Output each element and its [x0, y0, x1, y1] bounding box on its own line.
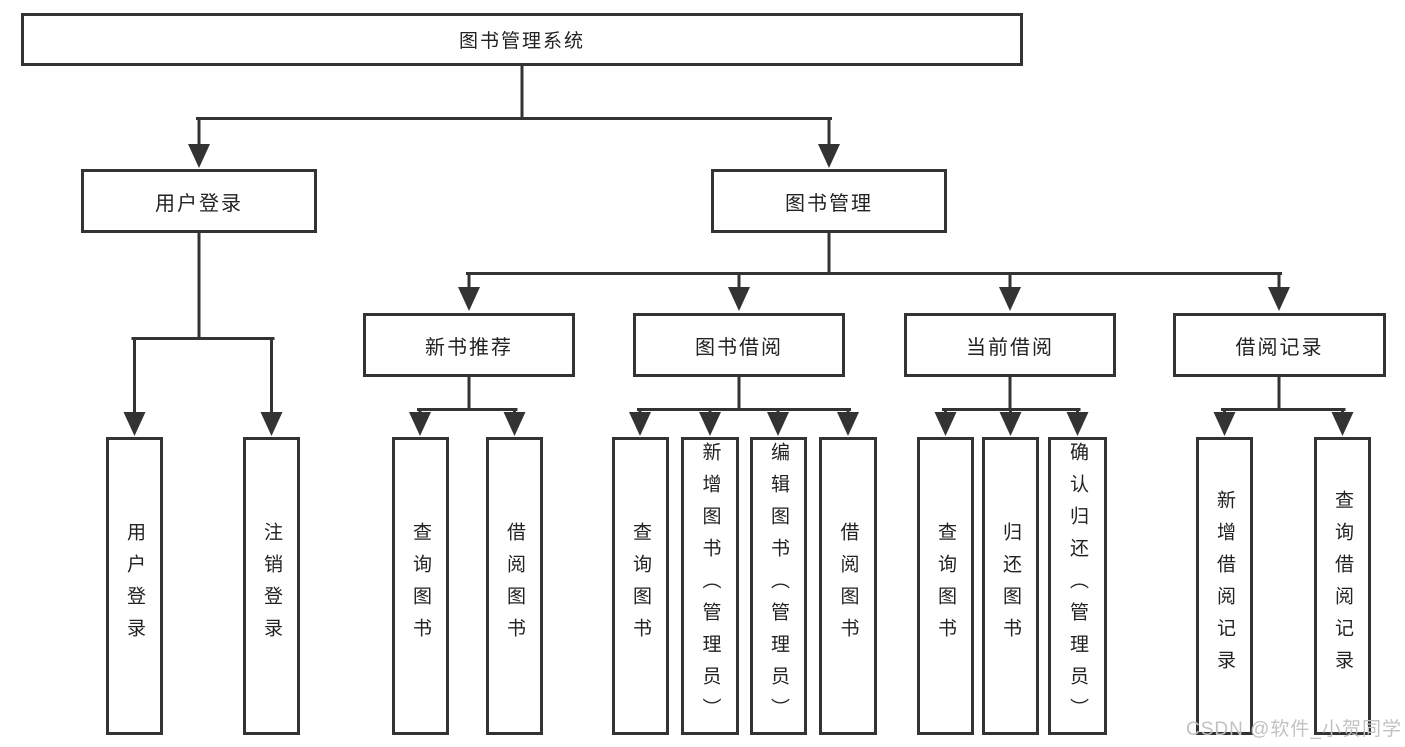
leaf-label: 编辑图书（管理员）	[768, 442, 789, 730]
leaf-label: 确认归还（管理员）	[1067, 442, 1088, 730]
leaf-label: 查询借阅记录	[1332, 490, 1353, 682]
leaf-borrow-books: 借阅图书	[819, 437, 877, 735]
leaf-label: 查询图书	[410, 522, 431, 650]
leaf-label: 借阅图书	[504, 522, 525, 650]
csdn-watermark: CSDN @软件_小贺同学	[1186, 719, 1402, 740]
node-book-management: 图书管理	[711, 169, 947, 233]
leaf-query-books-borrow: 查询图书	[612, 437, 669, 735]
node-new-book-recommend: 新书推荐	[363, 313, 575, 377]
node-borrow-records: 借阅记录	[1173, 313, 1386, 377]
leaf-borrow-books-rec: 借阅图书	[486, 437, 543, 735]
leaf-label: 查询图书	[935, 522, 956, 650]
node-label: 新书推荐	[425, 336, 513, 359]
leaf-label: 查询图书	[630, 522, 651, 650]
node-label: 图书借阅	[695, 336, 783, 359]
leaf-label: 新增图书（管理员）	[699, 442, 721, 730]
node-label: 用户登录	[155, 192, 243, 215]
node-user-login: 用户登录	[81, 169, 317, 233]
leaf-label: 借阅图书	[837, 522, 859, 650]
leaf-add-borrow-record: 新增借阅记录	[1196, 437, 1253, 735]
node-label: 当前借阅	[966, 336, 1054, 359]
leaf-confirm-return-admin: 确认归还（管理员）	[1048, 437, 1107, 735]
node-book-borrowing: 图书借阅	[633, 313, 845, 377]
node-label: 图书管理	[785, 192, 873, 215]
leaf-query-books-rec: 查询图书	[392, 437, 449, 735]
leaf-logout: 注销登录	[243, 437, 300, 735]
leaf-label: 用户登录	[124, 522, 145, 650]
leaf-query-books-current: 查询图书	[917, 437, 974, 735]
node-current-borrowing: 当前借阅	[904, 313, 1116, 377]
leaf-edit-book-admin: 编辑图书（管理员）	[750, 437, 807, 735]
leaf-label: 注销登录	[261, 522, 282, 650]
leaf-user-login: 用户登录	[106, 437, 163, 735]
leaf-query-borrow-record: 查询借阅记录	[1314, 437, 1371, 735]
node-library-system: 图书管理系统	[21, 13, 1023, 66]
node-label: 图书管理系统	[458, 31, 585, 52]
node-label: 借阅记录	[1235, 336, 1324, 359]
leaf-label: 新增借阅记录	[1214, 490, 1235, 682]
leaf-return-book: 归还图书	[982, 437, 1039, 735]
leaf-label: 归还图书	[1000, 522, 1021, 650]
leaf-add-book-admin: 新增图书（管理员）	[681, 437, 739, 735]
